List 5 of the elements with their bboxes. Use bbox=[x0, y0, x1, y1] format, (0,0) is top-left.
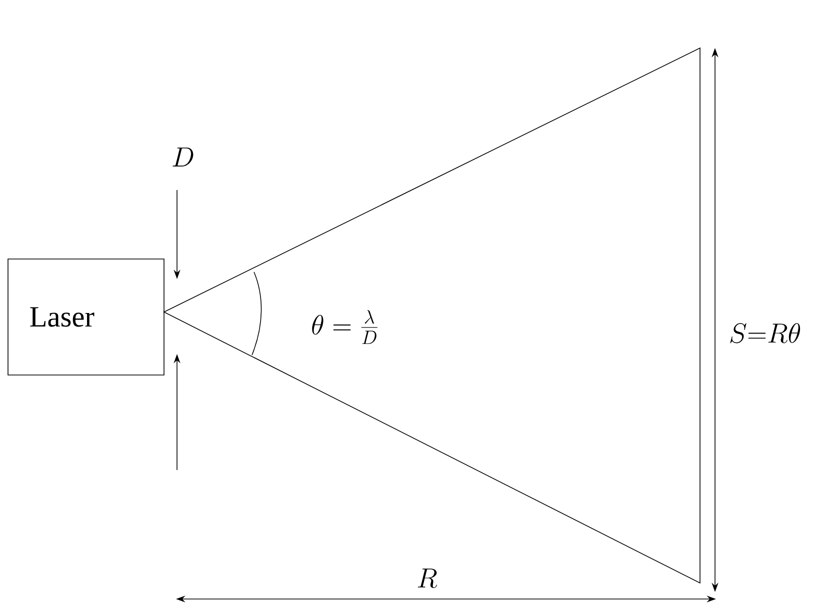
dimension-label: $D$ bbox=[172, 148, 194, 166]
size-formula: $S{=}R\theta$ bbox=[730, 323, 800, 344]
angle-formula: $\theta = \frac{\lambda}{D}$ bbox=[312, 310, 378, 344]
dimension-label: $R$ bbox=[418, 568, 438, 588]
laser-box: Laser bbox=[8, 258, 164, 376]
